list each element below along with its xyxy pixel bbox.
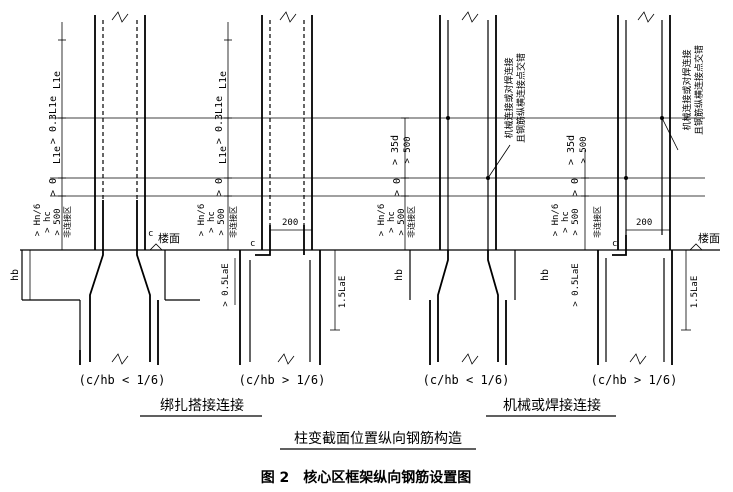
panel-lap-small-offset xyxy=(21,11,200,365)
label-500-p1: > 500 xyxy=(53,208,63,235)
panel-mech-small-offset xyxy=(401,11,516,365)
label-hn6-p2: > Hn/6 xyxy=(197,204,207,237)
ratio-label-p2: (c/hb > 1/6) xyxy=(239,373,326,387)
label-0-p1: > 0 xyxy=(48,178,59,196)
group-title-lap: 绑扎搭接连接 xyxy=(160,397,244,414)
label-c-p4: c xyxy=(612,239,617,249)
label-hc-p4: > hc xyxy=(561,211,571,233)
label-l1e-p1b: L1e xyxy=(52,146,63,164)
label-500b-p4: > 500 xyxy=(571,208,581,235)
label-05lae-p2: > 0.5LaE xyxy=(221,263,231,306)
label-05lae-p4: > 0.5LaE xyxy=(571,263,581,306)
label-0-p3: > 0 xyxy=(392,178,403,196)
label-hb-p3: hb xyxy=(394,269,405,281)
ratio-label-p3: (c/hb < 1/6) xyxy=(423,373,510,387)
figure-caption: 图 2 核心区框架纵向钢筋设置图 xyxy=(261,469,472,486)
label-15lae-p4: 1.5LaE xyxy=(690,276,700,309)
label-0-p2: > 0 xyxy=(214,178,225,196)
label-hn6-p4: > Hn/6 xyxy=(551,204,561,237)
group-title-mech: 机械或焊接连接 xyxy=(503,397,601,414)
label-l1e-p1a: L1e xyxy=(52,71,63,89)
label-hc-p2: > hc xyxy=(207,211,217,233)
label-floor-p1: 楼面 xyxy=(158,231,180,245)
ratio-label-p1: (c/hb < 1/6) xyxy=(79,373,166,387)
label-03l1e-p1: > 0.3L1e xyxy=(48,96,59,144)
label-500a-p4: > 500 xyxy=(579,136,589,163)
label-500-p2: > 500 xyxy=(217,208,227,235)
label-l1e-p2a: L1e xyxy=(218,71,229,89)
label-hc-p3: > hc xyxy=(387,211,397,233)
diagram-subtitle: 柱变截面位置纵向钢筋构造 xyxy=(294,430,462,447)
label-nonconn-p4: 非连接区 xyxy=(592,206,602,238)
label-nonconn-p2: 非连接区 xyxy=(228,206,238,238)
mech-note-line2-p4: 且钢筋纵横连接点交错 xyxy=(693,45,705,135)
label-l1e-p2b: L1e xyxy=(218,146,229,164)
panel-lap-large-offset xyxy=(224,11,340,365)
label-hc-p1: > hc xyxy=(43,211,53,233)
label-c-p1: c xyxy=(148,229,153,239)
mech-note-line1-p3: 机械连接或对焊连接 xyxy=(503,57,515,138)
label-nonconn-p1: 非连接区 xyxy=(62,206,72,238)
label-hb-p4: hb xyxy=(540,269,551,281)
label-35d-p4: > 35d xyxy=(566,135,577,165)
label-hb-p1: hb xyxy=(10,269,21,281)
label-200-p4: 200 xyxy=(636,218,652,228)
mech-note-line2-p3: 且钢筋纵横连接点交错 xyxy=(515,53,527,143)
label-c-p2: c xyxy=(250,239,255,249)
label-0-p4: > 0 xyxy=(570,178,581,196)
label-nonconn-p3: 非连接区 xyxy=(406,206,416,238)
label-floor-p4: 楼面 xyxy=(698,231,720,245)
label-500b-p3: > 500 xyxy=(397,208,407,235)
label-200-p2: 200 xyxy=(282,218,298,228)
label-35d-p3: > 35d xyxy=(390,135,401,165)
mech-note-line1-p4: 机械连接或对焊连接 xyxy=(681,49,693,130)
ratio-label-p4: (c/hb > 1/6) xyxy=(591,373,678,387)
label-hn6-p1: > Hn/6 xyxy=(33,204,43,237)
label-500a-p3: > 500 xyxy=(403,136,413,163)
panel-mech-large-offset xyxy=(581,11,703,365)
label-03l1e-p2: > 0.3L1e xyxy=(214,96,225,144)
label-15lae-p2: 1.5LaE xyxy=(338,276,348,309)
label-hn6-p3: > Hn/6 xyxy=(377,204,387,237)
